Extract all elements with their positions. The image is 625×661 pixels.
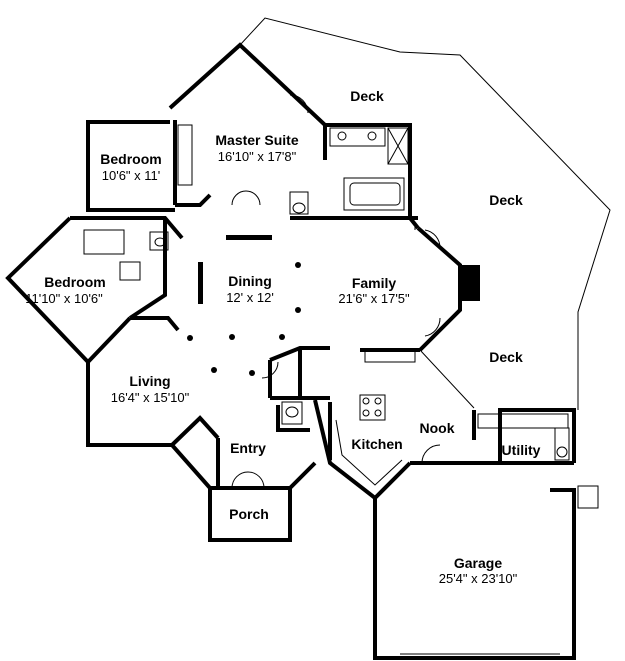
- hall-bath-fixtures: [83, 229, 169, 281]
- room-labels: Deck Deck Deck Master Suite 16'10" x 17'…: [25, 88, 540, 586]
- garage-side-box: [577, 485, 599, 509]
- dining-dim: 12' x 12': [226, 290, 274, 305]
- family-name: Family: [352, 275, 397, 291]
- kitchen-walls: [313, 348, 420, 501]
- kitchen-name: Kitchen: [351, 436, 402, 452]
- bedroom1-walls: [86, 120, 177, 212]
- bedroom2-name: Bedroom: [44, 274, 105, 290]
- master-suite-name: Master Suite: [215, 132, 298, 148]
- living-name: Living: [129, 373, 170, 389]
- garage-name: Garage: [454, 555, 502, 571]
- utility-fixtures: [477, 413, 570, 461]
- bedroom1-closet: [177, 124, 193, 186]
- garage-dim: 25'4" x 23'10": [439, 571, 518, 586]
- bedroom1-name: Bedroom: [100, 151, 161, 167]
- living-dim: 16'4" x 15'10": [111, 390, 190, 405]
- kitchen-counters: [335, 349, 416, 486]
- master-suite-dim: 16'10" x 17'8": [218, 149, 297, 164]
- garage-walls: [373, 488, 576, 660]
- deck-lower-name: Deck: [489, 349, 523, 365]
- bedroom1-dim: 10'6" x 11': [102, 168, 161, 183]
- porch-name: Porch: [229, 506, 269, 522]
- nook-walls: [410, 408, 576, 465]
- utility-name: Utility: [502, 442, 541, 458]
- bedroom2-walls: [5, 216, 184, 365]
- family-right-wall: [416, 226, 462, 352]
- powder-room-fixtures: [281, 401, 303, 425]
- deck-right-name: Deck: [489, 192, 523, 208]
- nook-name: Nook: [420, 420, 455, 436]
- master-suite-walls: [168, 42, 420, 230]
- bedroom2-dim: 11'10" x 10'6": [25, 291, 103, 306]
- master-bath-fixtures: [289, 127, 409, 215]
- fireplace: [462, 265, 480, 301]
- entry-closet-walls: [268, 346, 330, 432]
- family-dim: 21'6" x 17'5": [338, 291, 410, 306]
- porch-outline: [209, 496, 291, 540]
- living-walls: [86, 316, 220, 490]
- deck-top-name: Deck: [350, 88, 384, 104]
- entry-name: Entry: [230, 440, 266, 456]
- dining-posts: [187, 235, 301, 376]
- door-swings: [231, 94, 441, 489]
- dining-name: Dining: [228, 273, 272, 289]
